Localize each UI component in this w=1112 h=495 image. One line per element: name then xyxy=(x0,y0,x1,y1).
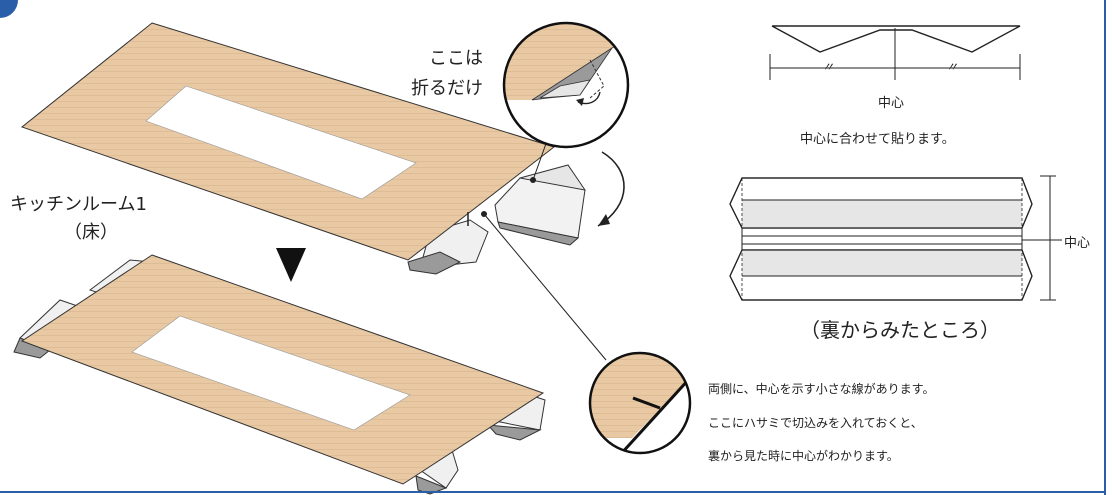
floor-cutout-top xyxy=(145,85,417,200)
zoom-circle-center-mark xyxy=(588,351,692,455)
note-line-1: 両側に、中心を示す小さな線があります。 xyxy=(708,382,935,396)
tick-mark-left: 〃 xyxy=(822,60,835,74)
fold-caption: 中心に合わせて貼ります。 xyxy=(800,132,955,147)
back-view-caption: （裏からみたところ） xyxy=(800,318,1000,342)
floor-piece-before xyxy=(20,22,586,275)
page-frame-bottom xyxy=(0,491,1106,493)
tick-mark-right: 〃 xyxy=(946,60,959,74)
note-line-3: 裏から見た時に中心がわかります。 xyxy=(708,449,899,463)
callout-text-line2: 折るだけ xyxy=(411,78,483,99)
next-step-arrow-icon xyxy=(276,248,306,282)
back-view-center-label: 中心 xyxy=(1064,236,1091,251)
step-badge xyxy=(0,0,18,18)
room-name-label: キッチンルーム1 xyxy=(10,194,147,215)
note-line-2: ここにハサミで切込みを入れておくと、 xyxy=(708,416,923,430)
back-view-diagram xyxy=(729,175,1062,301)
fold-arrow-icon xyxy=(597,151,625,227)
zoom-circle-fold xyxy=(502,21,630,149)
fold-center-label: 中心 xyxy=(878,96,905,111)
callout-text-line1: ここは xyxy=(429,48,483,69)
floor-cutout-bottom xyxy=(131,315,411,431)
floor-piece-after xyxy=(13,254,546,495)
page-frame-right xyxy=(1104,0,1106,495)
room-type-label: （床） xyxy=(64,222,118,243)
fold-line-diagram xyxy=(769,25,1021,80)
